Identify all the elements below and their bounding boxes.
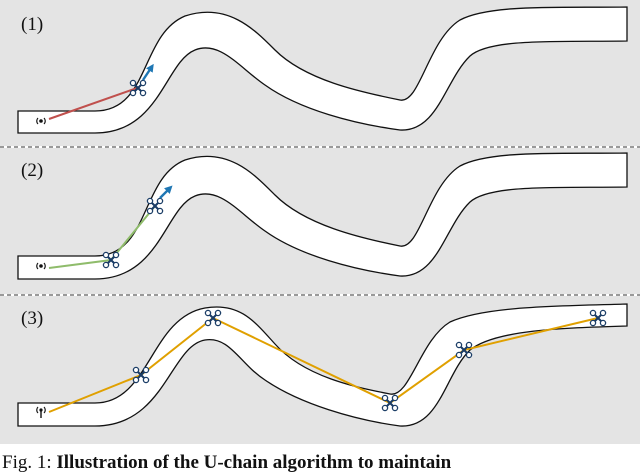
panel-label: (3) — [21, 308, 43, 329]
panel-label: (1) — [21, 14, 43, 35]
arrow-icon — [142, 63, 154, 81]
panel-3: (3) — [0, 296, 640, 444]
figure-caption: Fig. 1: Illustration of the U-chain algo… — [2, 452, 640, 474]
link-line — [48, 316, 599, 413]
arrow-icon — [159, 185, 173, 199]
panel-1: (1) — [0, 0, 640, 146]
corridor — [17, 152, 628, 280]
caption-title: Illustration of the U-chain algorithm to… — [56, 452, 452, 473]
caption-prefix: Fig. 1: — [2, 452, 57, 473]
link-line — [48, 87, 138, 120]
corridor — [17, 303, 628, 427]
panel-2: (2) — [0, 148, 640, 294]
corridor — [17, 6, 628, 134]
panel-label: (2) — [21, 160, 43, 181]
